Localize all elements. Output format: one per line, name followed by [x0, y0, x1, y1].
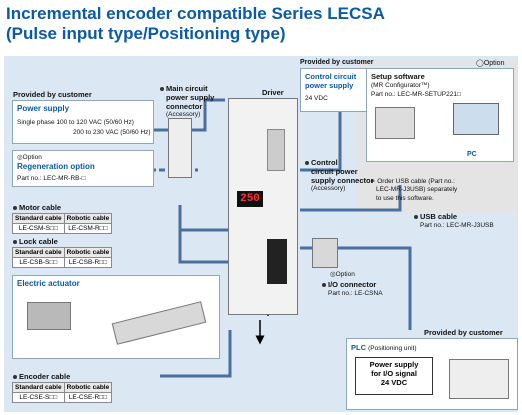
driver-terminal — [267, 129, 285, 171]
actuator-title: Electric actuator — [17, 279, 80, 288]
wire-actuator-lock — [178, 230, 228, 264]
page-title-line1: Incremental encoder compatible Series LE… — [6, 4, 385, 23]
control-psu-title1: Control circuit — [305, 72, 357, 81]
io-connector-part: Part no.: LE-CSNA — [328, 290, 383, 297]
motor-h2: Robotic cable — [63, 213, 113, 224]
setup-part: Part no.: LEC-MR-SETUP221□ — [371, 91, 461, 98]
lock-h2: Robotic cable — [63, 247, 113, 258]
setup-title: Setup software — [371, 72, 425, 81]
power-supply-box: Power supply Single phase 100 to 120 VAC… — [12, 100, 154, 144]
plc-psu3: 24 VDC — [380, 378, 408, 387]
driver-io-port — [267, 239, 287, 284]
actuator-motor-icon — [27, 302, 71, 330]
control-conn-l2: circuit power — [311, 167, 358, 176]
main-circuit-label-1: Main circuit — [160, 84, 208, 93]
io-option-label: ◎Option — [330, 271, 355, 278]
motor-h1: Standard cable — [12, 213, 65, 224]
regen-title: Regeneration option — [17, 162, 95, 171]
regeneration-option-box: ◎Option Regeneration option Part no.: LE… — [12, 150, 154, 187]
plc-psu1: Power supply — [369, 360, 419, 369]
power-supply-title: Power supply — [17, 104, 70, 113]
wire-usb — [300, 185, 402, 212]
lock-v2: LE-CSB-R□□ — [63, 257, 113, 268]
regen-part: Part no.: LEC-MR-RB-□ — [17, 175, 86, 182]
option-top-label: ◯Option — [476, 60, 505, 67]
encoder-v1: LE-CSE-S□□ — [12, 392, 65, 403]
wire-motor — [178, 205, 228, 232]
pc-label: PC — [467, 151, 477, 158]
control-psu-title2: power supply — [305, 81, 354, 90]
io-connector-icon — [312, 238, 338, 268]
page-title-line2: (Pulse input type/Positioning type) — [6, 24, 286, 43]
lock-cable-title: Lock cable — [13, 237, 58, 246]
setup-note1: ∗ Order USB cable (Part no.: — [370, 178, 455, 185]
main-circuit-connector-icon — [168, 118, 192, 178]
motor-v1: LE-CSM-S□□ — [12, 223, 65, 234]
io-connector-title: I/O connector — [322, 280, 376, 289]
setup-software-box: Setup software (MR Configurator™) Part n… — [366, 68, 514, 162]
driver-label: Driver — [262, 88, 284, 97]
software-package-icon — [375, 107, 415, 139]
power-supply-line1: Single phase 100 to 120 VAC (50/60 Hz) — [17, 119, 134, 126]
driver-display: 250 — [237, 191, 263, 207]
main-circuit-label-3: connector — [166, 102, 203, 111]
control-conn-l3: supply connector — [311, 176, 374, 185]
plc-provided-label: Provided by customer — [424, 328, 503, 337]
regen-option-label: ◎Option — [17, 154, 42, 161]
plc-title-row: PLC (Positioning unit) — [351, 343, 417, 352]
pc-icon — [453, 103, 499, 135]
plc-box: PLC (Positioning unit) Power supply for … — [346, 338, 518, 410]
usb-cable-title: USB cable — [414, 212, 457, 221]
wire-encoder — [160, 330, 232, 378]
motor-v2: LE-CSM-R□□ — [63, 223, 113, 234]
power-supply-provided-label: Provided by customer — [13, 90, 92, 99]
encoder-v2: LE-CSE-R□□ — [63, 392, 113, 403]
lock-h1: Standard cable — [12, 247, 65, 258]
motor-cable-title: Motor cable — [13, 203, 61, 212]
main-circuit-accessory: (Accessory) — [166, 111, 201, 118]
power-supply-line2: 200 to 230 VAC (50/60 Hz) — [73, 129, 151, 136]
setup-sub: (MR Configurator™) — [371, 82, 430, 89]
control-psu-volt: 24 VDC — [305, 95, 328, 102]
plc-sub: (Positioning unit) — [368, 345, 417, 352]
wire-control-psu — [300, 100, 342, 172]
plc-title: PLC — [351, 343, 366, 352]
encoder-h1: Standard cable — [12, 382, 65, 393]
setup-note3: to use this software. — [376, 195, 434, 202]
encoder-h2: Robotic cable — [63, 382, 113, 393]
plc-unit-icon — [449, 359, 509, 399]
io-power-supply-box: Power supply for I/O signal 24 VDC — [355, 357, 433, 395]
provided-by-customer-top: Provided by customer — [300, 59, 374, 66]
main-circuit-label-2: power supply — [166, 93, 215, 102]
electric-actuator-box: Electric actuator — [12, 275, 220, 359]
usb-cable-part: Part no.: LEC-MR-J3USB — [420, 222, 494, 229]
plc-psu2: for I/O signal — [371, 369, 417, 378]
setup-note2: LEC-MR-J3USB) separately — [376, 186, 458, 193]
driver-unit: 250 — [228, 98, 298, 315]
lock-v1: LE-CSB-S□□ — [12, 257, 65, 268]
encoder-cable-title: Encoder cable — [13, 372, 70, 381]
control-conn-l1: Control — [305, 158, 338, 167]
control-conn-acc: (Accessory) — [311, 185, 346, 192]
actuator-rail-icon — [111, 301, 207, 345]
